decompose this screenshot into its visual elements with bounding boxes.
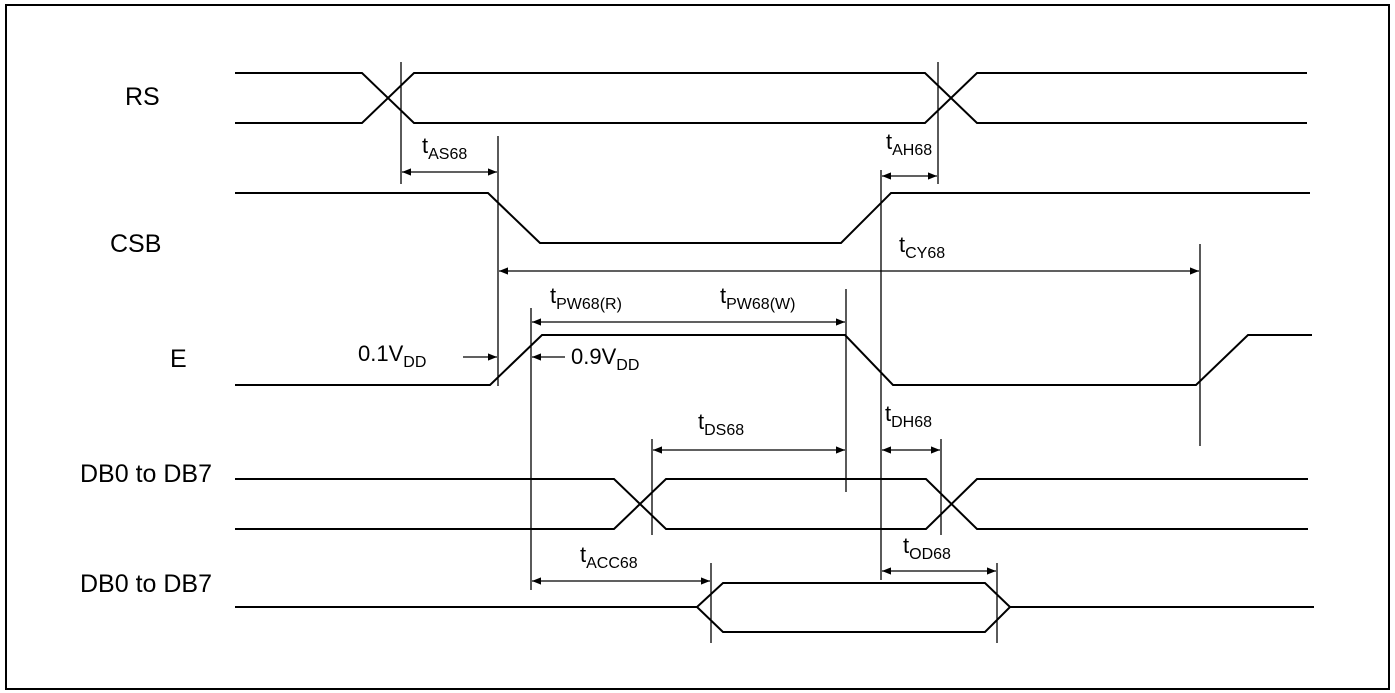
csb-waveform bbox=[235, 192, 1310, 244]
signal-label-db-write: DB0 to DB7 bbox=[80, 460, 212, 488]
tacc68-label: tACC68 bbox=[580, 542, 638, 572]
signal-label-e: E bbox=[170, 345, 187, 373]
threshold-high-label: 0.9VDD bbox=[571, 344, 639, 374]
tpw68r-label: tPW68(R) bbox=[550, 283, 622, 313]
tds68-label: tDS68 bbox=[698, 409, 744, 439]
tas68-label: tAS68 bbox=[422, 133, 467, 163]
signal-label-rs: RS bbox=[125, 83, 160, 111]
tod68-label: tOD68 bbox=[903, 533, 951, 563]
tcy68-label: tCY68 bbox=[899, 232, 945, 262]
signal-label-csb: CSB bbox=[110, 230, 161, 258]
e-waveform bbox=[235, 334, 1312, 386]
timing-guides bbox=[400, 62, 1201, 643]
diagram-border bbox=[5, 4, 1390, 690]
tah68-label: tAH68 bbox=[886, 129, 932, 159]
threshold-low-label: 0.1VDD bbox=[358, 341, 426, 371]
tdh68-label: tDH68 bbox=[885, 401, 932, 431]
timing-arrows bbox=[402, 168, 1199, 585]
db-read-waveform bbox=[235, 582, 1314, 633]
rs-waveform bbox=[235, 72, 1307, 124]
db-write-waveform bbox=[235, 478, 1308, 530]
tpw68w-label: tPW68(W) bbox=[720, 283, 795, 313]
signal-label-db-read: DB0 to DB7 bbox=[80, 570, 212, 598]
